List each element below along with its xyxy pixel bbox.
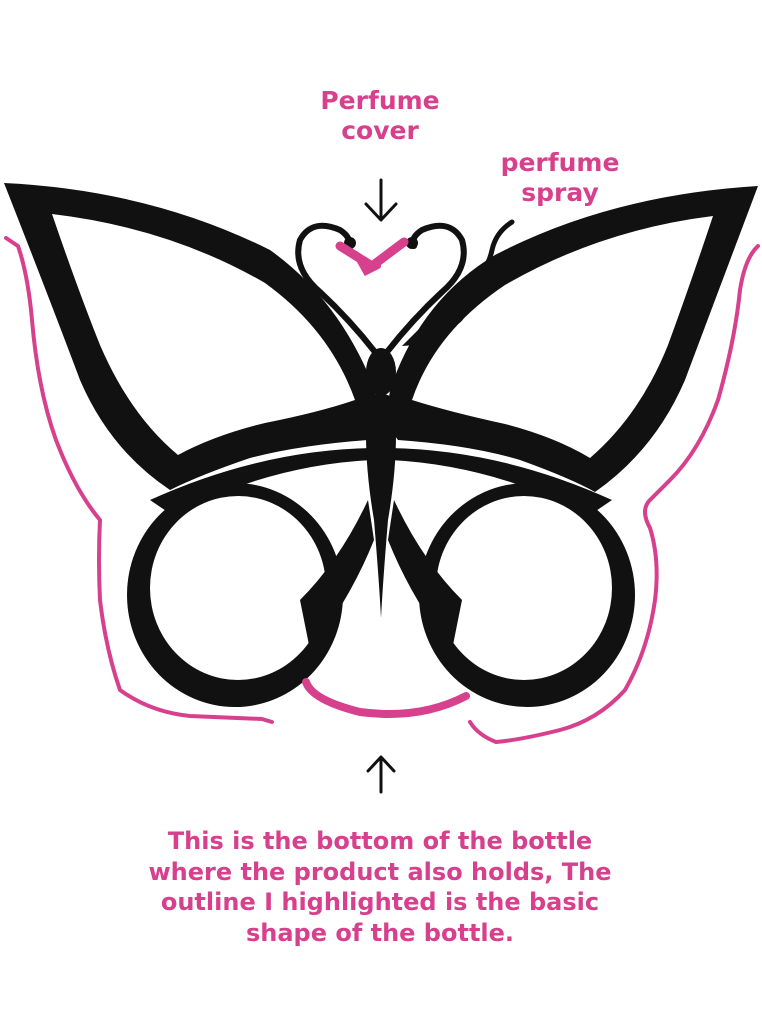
up-arrow-icon bbox=[366, 755, 396, 794]
cover-label-line-1: Perfume bbox=[320, 86, 440, 115]
bottle-note: This is the bottom of the bottle where t… bbox=[120, 826, 640, 949]
down-arrow-icon bbox=[364, 178, 398, 222]
note-line-3: outline I highlighted is the basic bbox=[160, 888, 600, 917]
wing-lower-left bbox=[127, 448, 374, 707]
antenna-left bbox=[295, 222, 378, 355]
antenna-right bbox=[384, 222, 467, 355]
butterfly-body bbox=[366, 348, 396, 618]
bottle-bottom-highlight bbox=[302, 678, 470, 718]
bottle-outline-right bbox=[468, 244, 760, 744]
note-line-2: where the product also holds, The bbox=[148, 857, 612, 886]
spray-label-line-2: spray bbox=[521, 178, 599, 207]
spray-label-line-1: perfume bbox=[500, 148, 620, 177]
perfume-cover-label: Perfume cover bbox=[300, 86, 460, 146]
perfume-spray-label: perfume spray bbox=[480, 148, 640, 208]
wing-upper-left bbox=[4, 183, 377, 490]
note-line-4: shape of the bottle. bbox=[245, 919, 515, 948]
bottle-outline-left bbox=[4, 236, 274, 724]
note-line-1: This is the bottom of the bottle bbox=[167, 827, 593, 855]
antenna-tip-right bbox=[406, 237, 418, 249]
wing-upper-right bbox=[388, 186, 758, 492]
spray-arrow-icon bbox=[402, 219, 515, 346]
wing-lower-right bbox=[388, 448, 635, 707]
cover-label-line-2: cover bbox=[341, 116, 419, 145]
checkmark-scribble bbox=[353, 251, 381, 276]
